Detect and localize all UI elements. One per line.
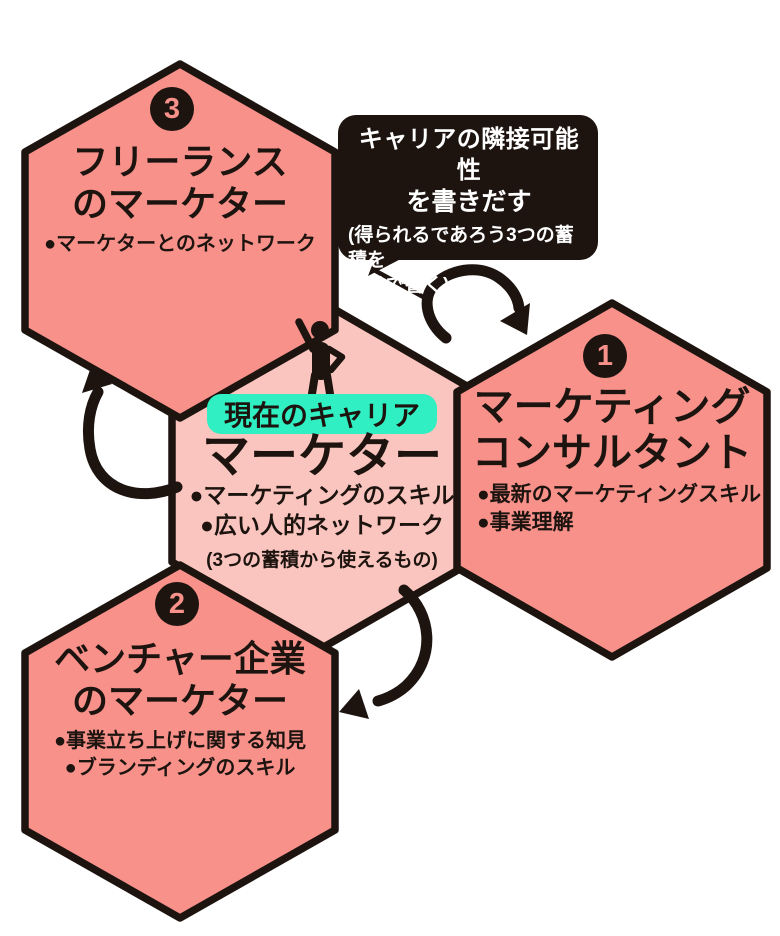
- arrow-to-hex2: [339, 584, 433, 719]
- hex3-freelance-hexagon: [21, 60, 339, 422]
- hex2-bullets: ●事業立ち上げに関する知見 ●ブランディングのスキル: [10, 728, 350, 782]
- center-bullet-1: ●マーケティングのスキル: [189, 482, 455, 508]
- center-bullets: ●マーケティングのスキル ●広い人的ネットワーク: [142, 480, 502, 540]
- hex1-title: マーケティング コンサルタント: [452, 384, 772, 476]
- hex3-bullet: ●マーケターとのネットワーク: [44, 233, 316, 255]
- hex2-title: ベンチャー企業 のマーケター: [10, 638, 350, 722]
- hex1-consultant-hexagon: [453, 299, 771, 661]
- hex2-title-line2: のマーケター: [71, 680, 288, 721]
- center-bullet-2: ●広い人的ネットワーク: [200, 512, 444, 538]
- arrow-to-hex3: [82, 364, 183, 500]
- speech-bubble: キャリアの隣接可能性 を書きだす (得られるであろう3つの蓄積を 想像で書く): [338, 115, 598, 296]
- hex1-title-line1: マーケティング: [473, 385, 751, 429]
- hex2-bullet-2: ●ブランディングのスキル: [64, 757, 296, 779]
- hex1-title-line2: コンサルタント: [472, 431, 752, 475]
- hex1-badge: 1: [583, 334, 627, 378]
- bubble-line2: を書きだす: [406, 188, 532, 216]
- hex3-badge: 3: [150, 87, 194, 131]
- hex1-bullet-2: ●事業理解: [477, 511, 574, 534]
- arrowhead-to-hex1: [500, 303, 530, 335]
- person-icon: [295, 318, 346, 404]
- hex1-bullets: ●最新のマーケティングスキル ●事業理解: [477, 481, 777, 537]
- hex3-title: フリーランス のマーケター: [10, 141, 350, 225]
- center-note: (3つの蓄積から使えるもの): [206, 550, 438, 571]
- bubble-line1: キャリアの隣接可能性: [358, 126, 580, 184]
- arrowhead-to-hex2: [339, 689, 369, 719]
- bubble-note-line2: 想像で書く): [348, 275, 450, 296]
- arrowhead-to-hex3: [82, 364, 112, 393]
- center-title: マーケター: [201, 430, 442, 483]
- bubble-connector-line: [371, 267, 430, 302]
- bubble-note: (得られるであろう3つの蓄積を 想像で書く): [348, 223, 590, 298]
- hex2-bullet-1: ●事業立ち上げに関する知見: [53, 730, 307, 752]
- hex2-title-line1: ベンチャー企業: [54, 638, 306, 679]
- current-career-tag: 現在のキャリア: [207, 394, 437, 434]
- hex1-bullet-1: ●最新のマーケティングスキル: [477, 483, 762, 506]
- hex3-title-line2: のマーケター: [71, 183, 288, 224]
- arrow-to-hex1: [421, 264, 530, 344]
- hex3-title-line1: フリーランス: [72, 141, 288, 182]
- hex2-venture-hexagon: [21, 561, 339, 922]
- bubble-note-line1: (得られるであろう3つの蓄積を: [348, 225, 574, 271]
- hex2-badge: 2: [155, 582, 199, 626]
